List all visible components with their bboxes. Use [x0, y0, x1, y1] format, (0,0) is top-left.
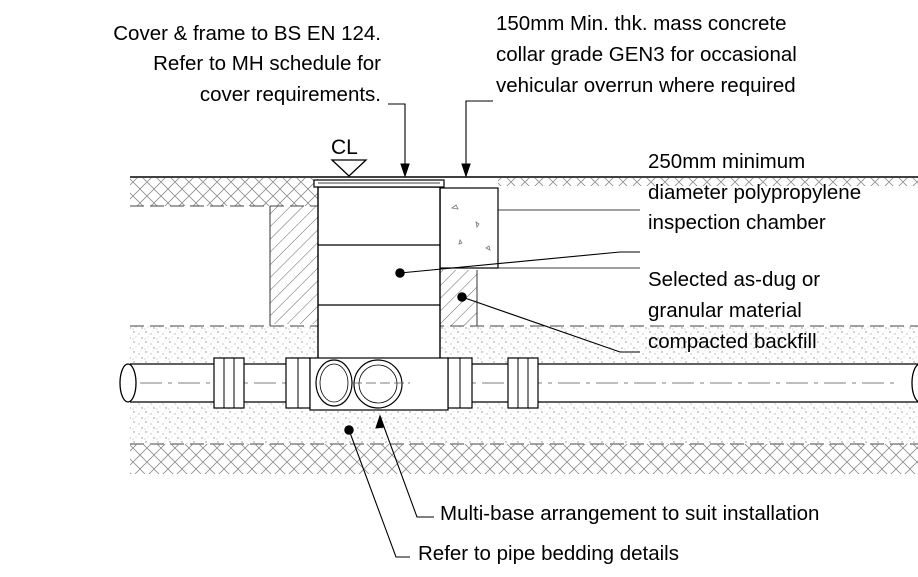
annotation-backfill: Selected as-dug or granular material com… — [648, 268, 820, 353]
annotation-cover-frame: Cover & frame to BS EN 124. Refer to MH … — [113, 22, 381, 106]
drain-pipe — [119, 357, 918, 409]
svg-text:cover requirements.: cover requirements. — [200, 83, 381, 106]
svg-text:Refer to MH schedule for: Refer to MH schedule for — [153, 52, 381, 75]
svg-text:compacted backfill: compacted backfill — [648, 330, 817, 353]
annotation-collar: 150mm Min. thk. mass concrete collar gra… — [496, 12, 797, 97]
cover-frame — [313, 179, 445, 188]
svg-text:inspection chamber: inspection chamber — [648, 211, 826, 234]
svg-text:vehicular overrun where requir: vehicular overrun where required — [496, 74, 796, 97]
annotation-chamber: 250mm minimum diameter polypropylene ins… — [648, 150, 861, 234]
centre-line-marker: CL — [330, 136, 368, 177]
trench-wall-left — [269, 206, 318, 326]
annotation-bedding: Refer to pipe bedding details — [418, 542, 679, 565]
leader-lines — [344, 100, 640, 558]
multi-base-unit — [309, 357, 449, 411]
svg-text:250mm minimum: 250mm minimum — [648, 150, 805, 173]
centre-line-label: CL — [331, 136, 358, 159]
svg-text:collar grade GEN3 for occasion: collar grade GEN3 for occasional — [496, 43, 797, 66]
ground-surface — [130, 176, 918, 207]
svg-text:diameter polypropylene: diameter polypropylene — [648, 181, 861, 204]
inspection-chamber — [317, 186, 441, 366]
svg-text:Selected as-dug or: Selected as-dug or — [648, 268, 820, 291]
annotation-multi-base: Multi-base arrangement to suit installat… — [440, 502, 819, 525]
svg-text:granular material: granular material — [648, 299, 802, 322]
svg-text:Cover & frame to BS EN 124.: Cover & frame to BS EN 124. — [113, 22, 381, 45]
svg-text:150mm Min. thk. mass concrete: 150mm Min. thk. mass concrete — [496, 12, 787, 35]
concrete-collar — [439, 187, 499, 269]
